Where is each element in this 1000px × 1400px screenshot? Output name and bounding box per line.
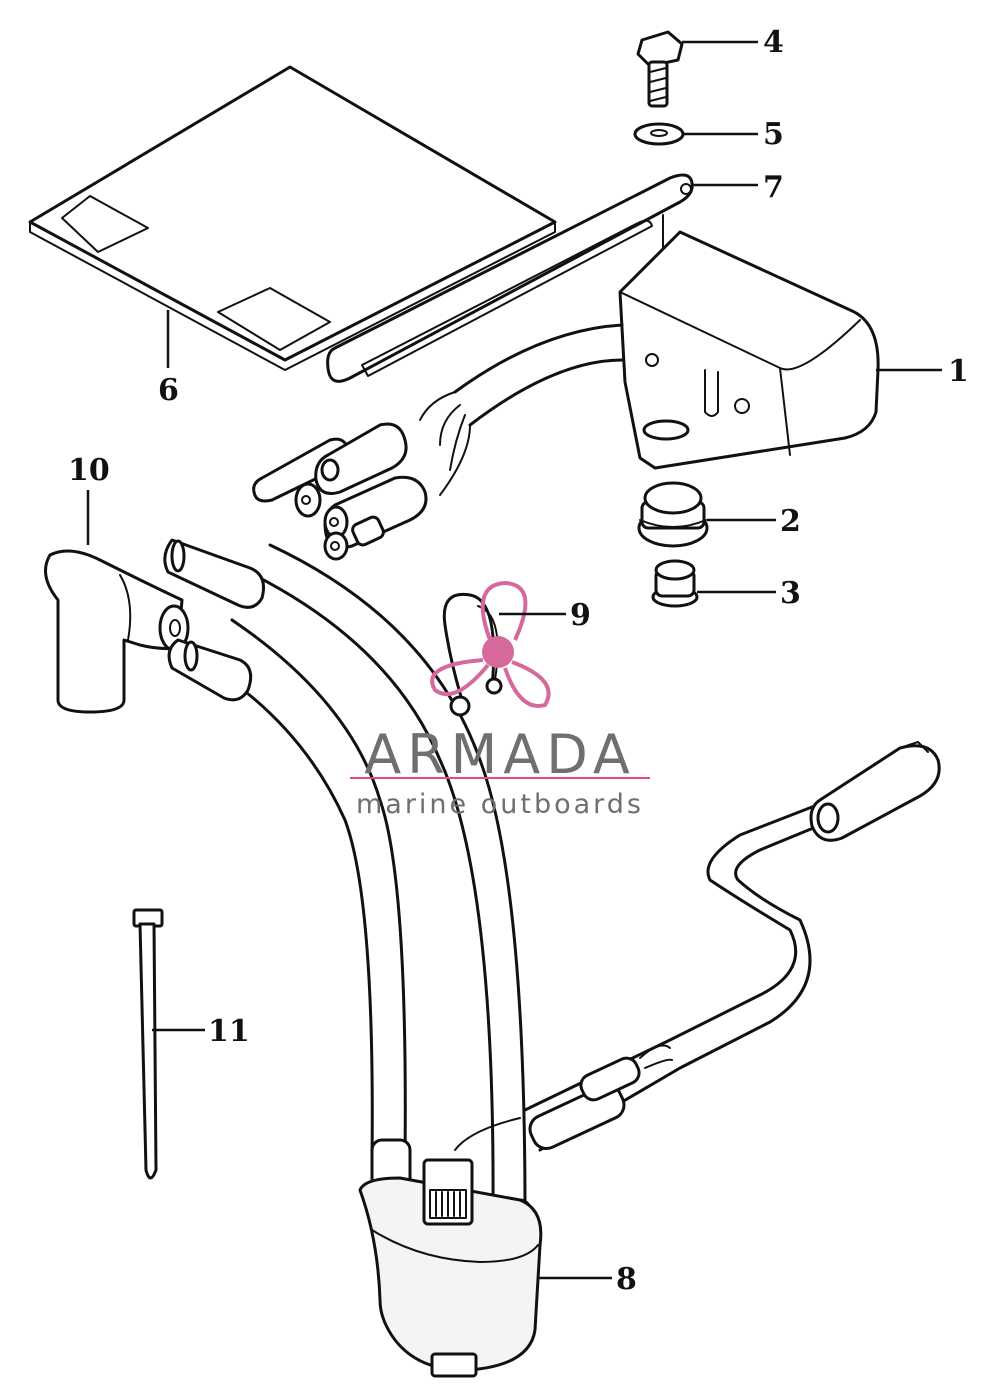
callout-6: 6 [158, 373, 179, 408]
callout-5: 5 [763, 117, 784, 152]
watermark-brand: ARMADA [364, 723, 636, 786]
sleeve-part [651, 559, 699, 608]
washer-part [633, 122, 685, 146]
callout-3: 3 [780, 576, 801, 611]
instruction-sheet-part [28, 65, 557, 371]
bolt-part [636, 30, 684, 108]
grommet-part [637, 481, 709, 548]
spark-plug-cap-part [44, 549, 190, 714]
callout-9: 9 [570, 598, 591, 633]
ignition-coil-part [163, 538, 941, 1378]
callout-7: 7 [763, 170, 784, 205]
watermark-logo [430, 580, 551, 708]
callout-2: 2 [780, 504, 801, 539]
callout-8: 8 [616, 1262, 637, 1297]
callout-4: 4 [763, 25, 784, 60]
callout-11: 11 [208, 1014, 250, 1049]
watermark-tagline: marine outboards [356, 789, 644, 820]
cable-tie-part [132, 908, 164, 1180]
callout-10: 10 [68, 453, 110, 488]
pack-harness-part [252, 323, 624, 561]
bracket-part [326, 173, 694, 383]
callout-1: 1 [948, 354, 969, 389]
power-pack-part [618, 230, 880, 470]
